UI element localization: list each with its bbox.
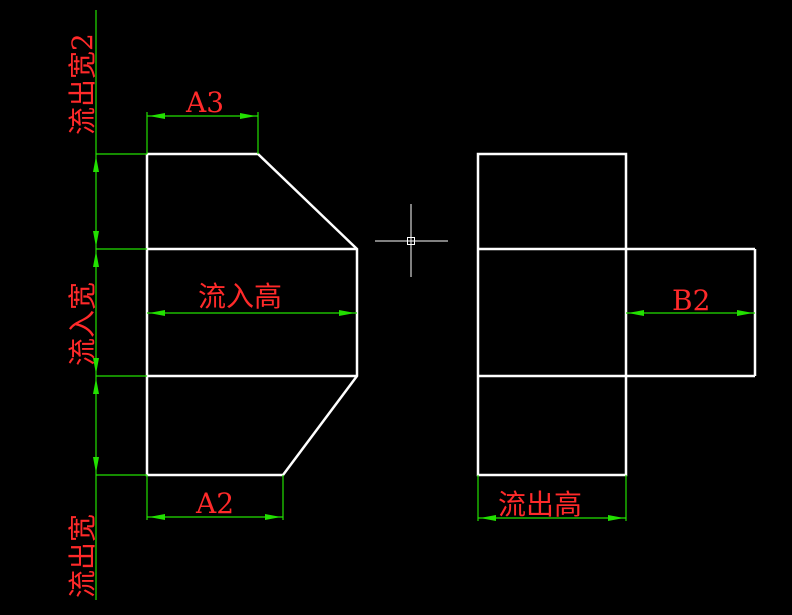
crosshair-cursor-icon[interactable] xyxy=(375,204,448,277)
left-shape xyxy=(145,152,359,477)
dimension-b2 xyxy=(626,310,755,316)
left-vertical-dimension-axis xyxy=(93,10,147,600)
b2-arrow-right xyxy=(737,310,753,316)
label-outflow-width: 流出宽 xyxy=(66,514,99,598)
arrow-top-down xyxy=(93,156,99,172)
a2-arrow-left xyxy=(149,514,165,520)
a3-arrow-left xyxy=(149,113,165,119)
right-shape xyxy=(476,152,757,477)
inflow-height-arrow-right xyxy=(339,310,355,316)
b2-arrow-left xyxy=(628,310,644,316)
right-shape-main-rect xyxy=(476,152,628,477)
arrow-bottom-up xyxy=(93,457,99,473)
inflow-height-arrow-left xyxy=(149,310,165,316)
label-outflow-height: 流出高 xyxy=(498,488,582,521)
arrow-lower-down xyxy=(93,378,99,394)
arrow-upper-up xyxy=(93,231,99,247)
outflow-height-arrow-left xyxy=(480,515,496,521)
a2-arrow-right xyxy=(265,514,281,520)
outflow-height-arrow-right xyxy=(608,515,624,521)
label-outflow-width-2: 流出宽2 xyxy=(66,33,99,135)
label-b2: B2 xyxy=(672,284,710,317)
dimension-inflow-height xyxy=(147,310,357,316)
label-a3: A3 xyxy=(185,86,224,119)
a3-arrow-right xyxy=(240,113,256,119)
arrow-lower-up xyxy=(93,358,99,374)
dimension-a3 xyxy=(146,112,259,154)
label-a2: A2 xyxy=(195,487,234,520)
dimension-a2 xyxy=(146,475,284,520)
arrow-upper-down xyxy=(93,251,99,267)
dimension-outflow-height xyxy=(477,475,627,521)
left-shape-outline xyxy=(145,152,359,477)
crosshair-pickbox xyxy=(407,237,415,245)
label-inflow-width: 流入宽 xyxy=(66,282,99,366)
label-inflow-height: 流入高 xyxy=(198,280,282,313)
